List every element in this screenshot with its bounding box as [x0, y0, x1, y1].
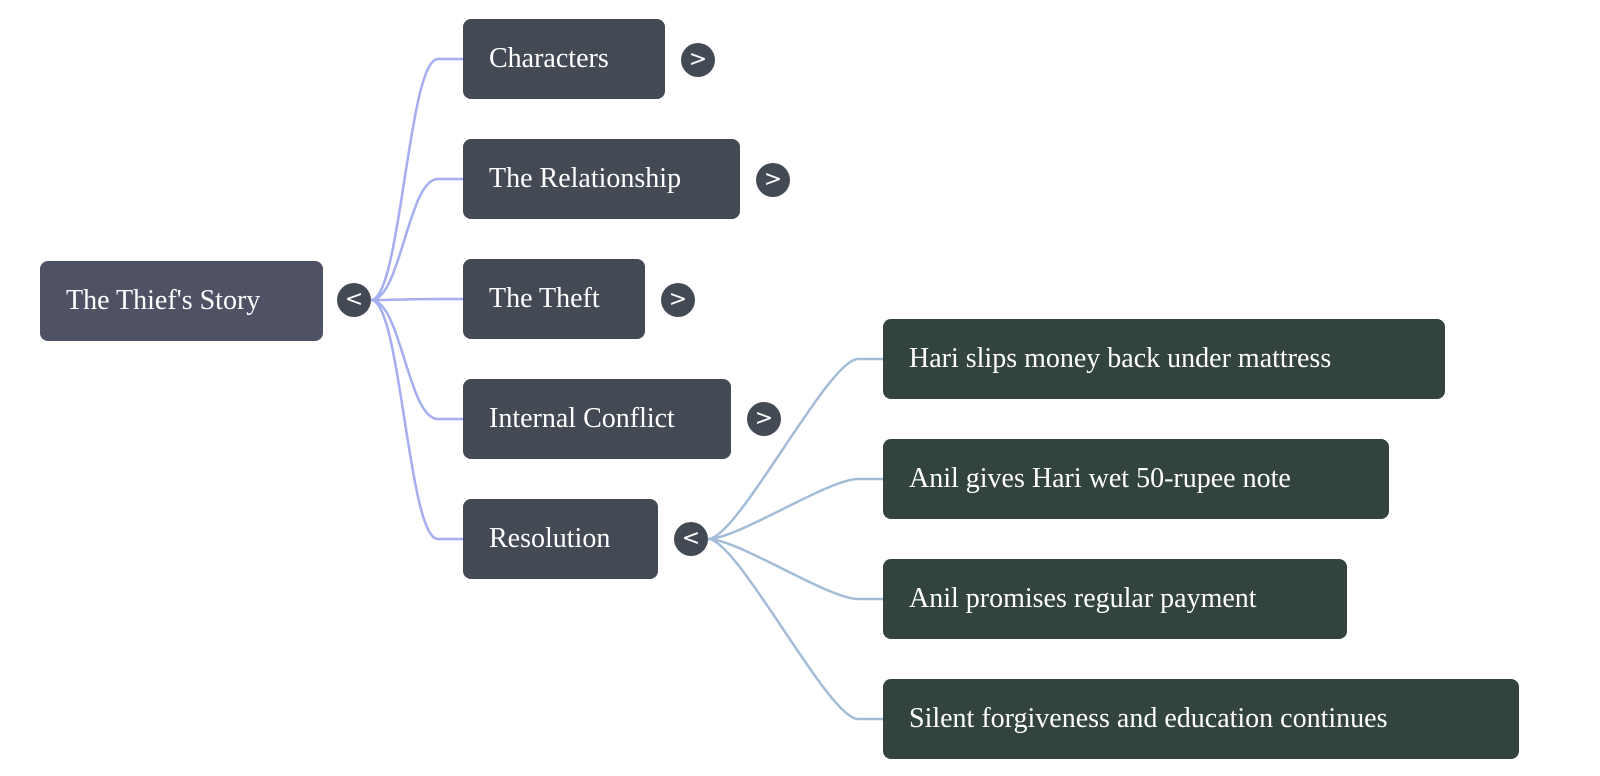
- link-resolution-to-leaf-3: [707, 537, 883, 721]
- link-resolution-to-leaf-0: [707, 357, 883, 541]
- leaf-node-anil-gives-wet-note[interactable]: Anil gives Hari wet 50-rupee note: [883, 439, 1389, 519]
- branch-node-the-theft[interactable]: The Theft: [463, 259, 645, 339]
- expand-the-theft-toggle-icon[interactable]: >: [661, 283, 695, 317]
- link-root-to-branch-4: [370, 298, 463, 541]
- link-resolution-to-leaf-2: [707, 537, 883, 601]
- collapse-resolution-toggle-icon[interactable]: <: [674, 522, 708, 556]
- expand-characters-toggle-icon[interactable]: >: [681, 43, 715, 77]
- branch-node-internal-conflict[interactable]: Internal Conflict: [463, 379, 731, 459]
- expand-the-relationship-toggle-icon[interactable]: >: [756, 163, 790, 197]
- leaf-node-anil-promises-payment[interactable]: Anil promises regular payment: [883, 559, 1347, 639]
- branch-node-resolution[interactable]: Resolution: [463, 499, 658, 579]
- link-root-to-branch-2: [370, 297, 463, 302]
- root-node-the-thiefs-story[interactable]: The Thief's Story: [40, 261, 323, 341]
- link-resolution-to-leaf-1: [707, 477, 883, 541]
- expand-internal-conflict-toggle-icon[interactable]: >: [747, 402, 781, 436]
- branch-node-the-relationship[interactable]: The Relationship: [463, 139, 740, 219]
- link-root-to-branch-3: [370, 298, 463, 421]
- link-root-to-branch-1: [370, 177, 463, 302]
- branch-node-characters[interactable]: Characters: [463, 19, 665, 99]
- leaf-node-silent-forgiveness[interactable]: Silent forgiveness and education continu…: [883, 679, 1519, 759]
- leaf-node-hari-slips-money-back[interactable]: Hari slips money back under mattress: [883, 319, 1445, 399]
- collapse-root-toggle-icon[interactable]: <: [337, 283, 371, 317]
- link-root-to-branch-0: [370, 57, 463, 302]
